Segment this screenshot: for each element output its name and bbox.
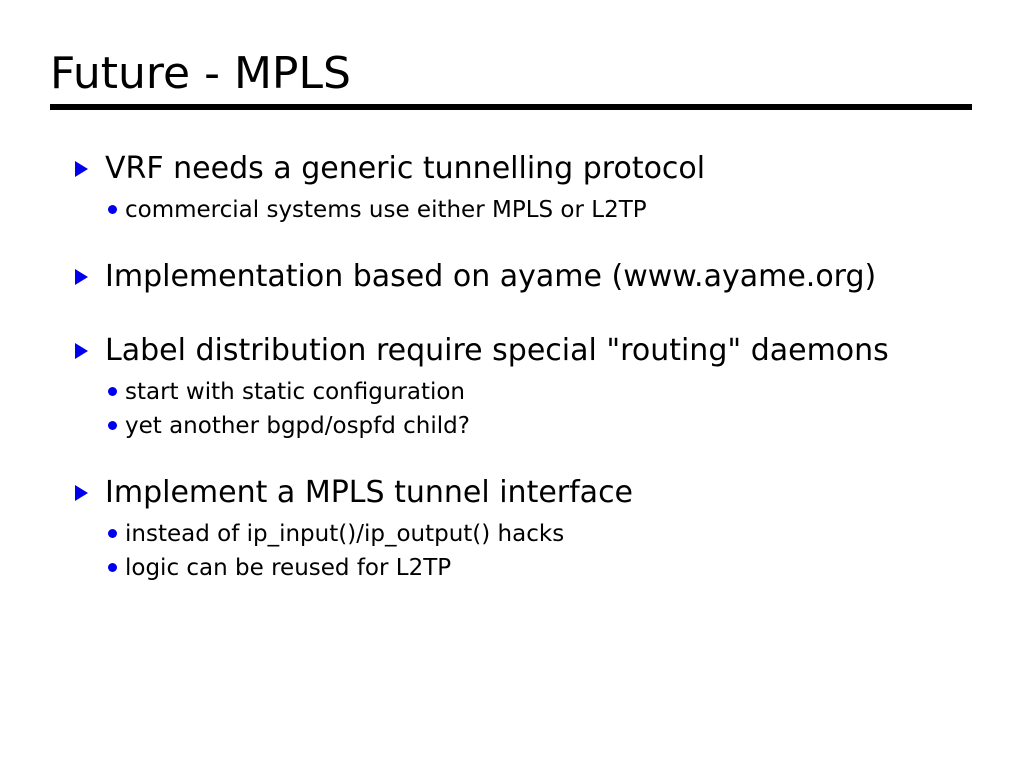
sub-bullet-list: start with static configuration yet anot…	[0, 375, 1024, 443]
page-title: Future - MPLS	[50, 48, 351, 99]
bullet-group: Implement a MPLS tunnel interface instea…	[0, 469, 1024, 585]
triangle-right-icon	[75, 253, 97, 301]
bullet-level1-text: Label distribution require special "rout…	[105, 333, 889, 368]
bullet-level1-text: Implement a MPLS tunnel interface	[105, 475, 634, 510]
triangle-right-icon	[75, 145, 97, 193]
bullet-level2-text: logic can be reused for L2TP	[125, 555, 452, 581]
bullet-level2: instead of ip_input()/ip_output() hacks	[0, 517, 1024, 551]
bullet-level2: yet another bgpd/ospfd child?	[0, 409, 1024, 443]
bullet-dot-icon	[108, 551, 117, 585]
triangle-right-icon	[75, 327, 97, 375]
title-underline-rule	[50, 104, 972, 110]
bullet-level1-text: Implementation based on ayame (www.ayame…	[105, 259, 877, 294]
sub-bullet-list: instead of ip_input()/ip_output() hacks …	[0, 517, 1024, 585]
bullet-level2: start with static configuration	[0, 375, 1024, 409]
bullet-level1: VRF needs a generic tunnelling protocol	[0, 145, 915, 193]
title-block: Future - MPLS	[50, 48, 972, 110]
slide-body: VRF needs a generic tunnelling protocol …	[0, 145, 1024, 585]
bullet-dot-icon	[108, 517, 117, 551]
bullet-level2-text: start with static configuration	[125, 379, 466, 405]
bullet-level1: Implement a MPLS tunnel interface	[0, 469, 915, 517]
bullet-dot-icon	[108, 375, 117, 409]
bullet-level1-text: VRF needs a generic tunnelling protocol	[105, 151, 706, 186]
bullet-dot-icon	[108, 193, 117, 227]
bullet-level2: logic can be reused for L2TP	[0, 551, 1024, 585]
bullet-level2-text: yet another bgpd/ospfd child?	[125, 413, 470, 439]
bullet-dot-icon	[108, 409, 117, 443]
triangle-right-icon	[75, 469, 97, 517]
bullet-level1: Label distribution require special "rout…	[0, 327, 915, 375]
bullet-level1: Implementation based on ayame (www.ayame…	[0, 253, 915, 301]
bullet-group: VRF needs a generic tunnelling protocol …	[0, 145, 1024, 227]
bullet-level2-text: instead of ip_input()/ip_output() hacks	[125, 521, 565, 547]
bullet-level2-text: commercial systems use either MPLS or L2…	[125, 197, 647, 223]
sub-bullet-list: commercial systems use either MPLS or L2…	[0, 193, 1024, 227]
bullet-level2: commercial systems use either MPLS or L2…	[0, 193, 1024, 227]
bullet-group: Implementation based on ayame (www.ayame…	[0, 253, 1024, 301]
bullet-group: Label distribution require special "rout…	[0, 327, 1024, 443]
